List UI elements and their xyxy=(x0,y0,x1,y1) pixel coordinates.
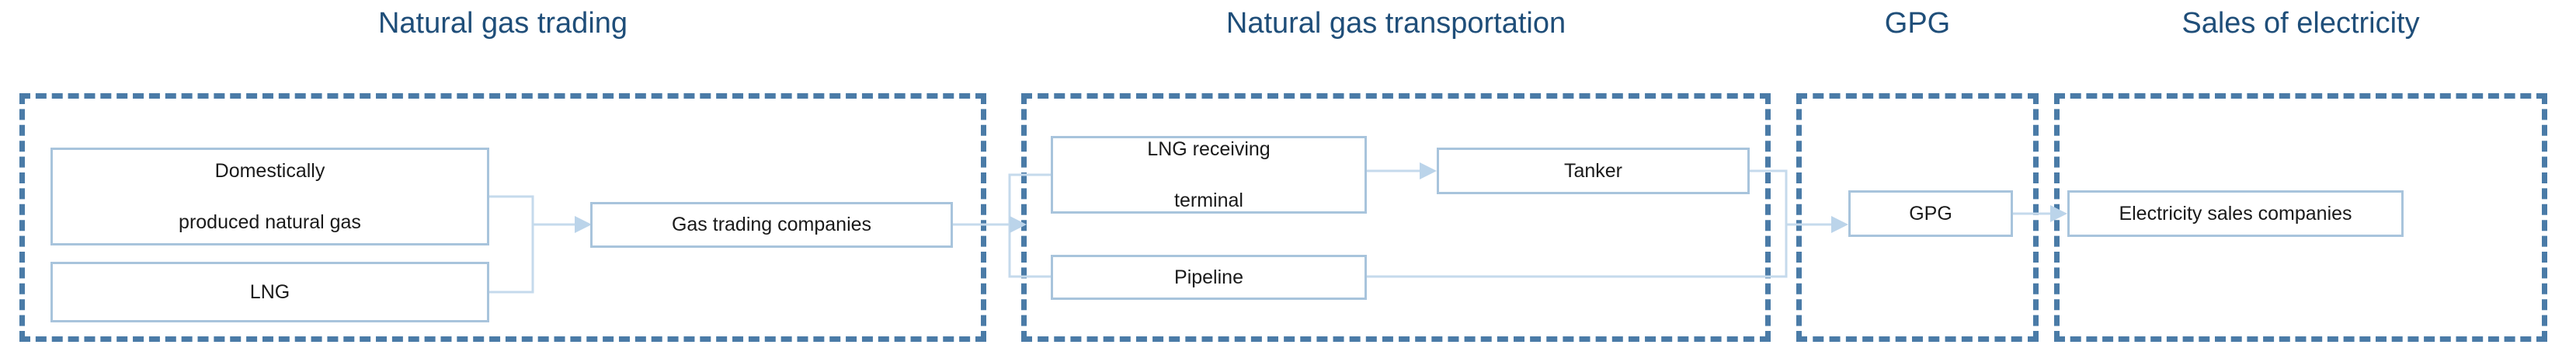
panel-title-gpg: GPG xyxy=(1884,7,1951,40)
node-pipeline[interactable]: Pipeline xyxy=(1051,255,1367,300)
arrowhead-to-transportation xyxy=(1010,216,1027,233)
node-lng-receiving-terminal-line1: LNG receiving xyxy=(1147,137,1271,160)
node-lng-receiving-terminal-line2: terminal xyxy=(1174,189,1243,211)
node-electricity-sales-companies-label: Electricity sales companies xyxy=(2119,202,2352,225)
node-tanker-label: Tanker xyxy=(1563,159,1623,182)
node-gas-trading-companies-label: Gas trading companies xyxy=(671,214,872,235)
connector-domestic-to-junction xyxy=(489,195,534,225)
connector-tanker-to-junction3 xyxy=(1750,169,1788,225)
connector-junction2-to-lng-terminal xyxy=(1008,173,1051,225)
node-gpg-label: GPG xyxy=(1909,202,1952,225)
node-gpg[interactable]: GPG xyxy=(1848,190,2013,237)
panel-title-natural-gas-transportation: Natural gas transportation xyxy=(1225,7,1566,40)
node-lng-label: LNG xyxy=(249,280,290,303)
node-domestic-gas-line2: produced natural gas xyxy=(179,211,361,233)
panel-gpg xyxy=(1796,93,2039,342)
node-tanker[interactable]: Tanker xyxy=(1437,148,1750,194)
node-gas-trading-companies[interactable]: Gas trading companies xyxy=(590,202,953,248)
arrowhead-to-tanker xyxy=(1420,162,1437,179)
panel-title-natural-gas-trading: Natural gas trading xyxy=(377,7,628,40)
panel-title-sales-of-electricity: Sales of electricity xyxy=(2181,7,2420,40)
connector-pipeline-to-junction3 xyxy=(1367,225,1788,278)
arrowhead-to-gpg xyxy=(1831,216,1848,233)
panel-natural-gas-trading xyxy=(19,93,986,342)
panel-natural-gas-transportation xyxy=(1021,93,1771,342)
arrowhead-to-gas-trading xyxy=(575,216,592,233)
node-domestic-gas[interactable]: Domestically produced natural gas xyxy=(50,148,489,245)
node-electricity-sales-companies[interactable]: Electricity sales companies xyxy=(2067,190,2404,237)
connector-lng-to-junction xyxy=(489,225,534,294)
node-lng[interactable]: LNG xyxy=(50,262,489,322)
arrowhead-to-electricity-sales xyxy=(2050,205,2067,222)
node-lng-receiving-terminal[interactable]: LNG receiving terminal xyxy=(1051,136,1367,214)
arrowheads xyxy=(575,162,2067,233)
node-pipeline-label: Pipeline xyxy=(1174,266,1243,288)
connector-junction2-to-pipeline xyxy=(1008,225,1051,278)
node-domestic-gas-line1: Domestically xyxy=(214,159,325,182)
